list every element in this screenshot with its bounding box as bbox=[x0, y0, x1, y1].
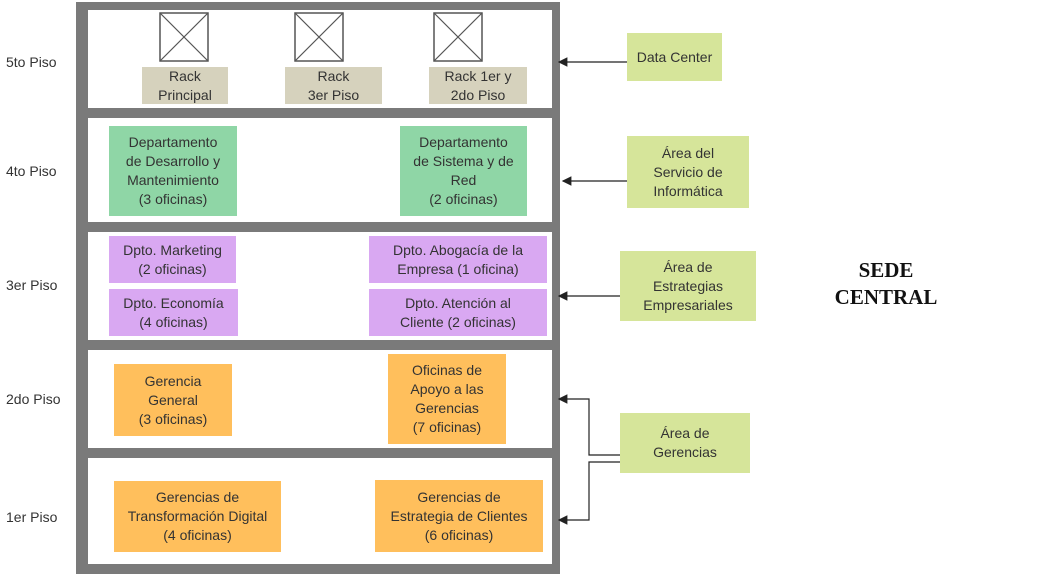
gerencia-general: Gerencia General (3 oficinas) bbox=[114, 364, 232, 436]
dept-marketing: Dpto. Marketing (2 oficinas) bbox=[109, 236, 236, 283]
dept-economia: Dpto. Economía (4 oficinas) bbox=[109, 289, 238, 336]
floor-label-2: 2do Piso bbox=[6, 391, 61, 407]
bracket-gerencias-lower bbox=[557, 461, 620, 525]
gerencias-estrategia-clientes: Gerencias de Estrategia de Clientes (6 o… bbox=[375, 480, 543, 552]
rack-1er-2do-piso-icon bbox=[433, 12, 483, 62]
gerencias-transformacion-digital: Gerencias de Transformación Digital (4 o… bbox=[114, 481, 281, 552]
rack-principal-label: Rack Principal bbox=[142, 67, 228, 104]
rack-3er-piso-icon bbox=[294, 12, 344, 62]
dept-sistema-red: Departamento de Sistema y de Red (2 ofic… bbox=[400, 126, 527, 216]
dept-abogacia: Dpto. Abogacía de la Empresa (1 oficina) bbox=[369, 236, 547, 283]
area-data-center: Data Center bbox=[627, 33, 722, 81]
sede-central-title: SEDE CENTRAL bbox=[834, 258, 938, 309]
floor-label-1: 1er Piso bbox=[6, 509, 58, 525]
dept-atencion-cliente: Dpto. Atención al Cliente (2 oficinas) bbox=[369, 289, 547, 336]
oficinas-apoyo-gerencias: Oficinas de Apoyo a las Gerencias (7 ofi… bbox=[388, 354, 506, 444]
rack-3er-piso-label: Rack 3er Piso bbox=[285, 67, 382, 104]
rack-principal-icon bbox=[159, 12, 209, 62]
floor-label-3: 3er Piso bbox=[6, 277, 58, 293]
area-gerencias: Área de Gerencias bbox=[620, 413, 750, 473]
area-servicio-informatica: Área del Servicio de Informática bbox=[627, 136, 749, 208]
rack-1er-2do-piso-label: Rack 1er y 2do Piso bbox=[429, 67, 527, 104]
bracket-gerencias-upper bbox=[557, 394, 620, 456]
dept-desarrollo-mantenimiento: Departamento de Desarrollo y Mantenimien… bbox=[109, 126, 237, 216]
floor-label-4: 4to Piso bbox=[6, 163, 57, 179]
area-estrategias-empresariales: Área de Estrategias Empresariales bbox=[620, 251, 756, 321]
floor-label-5: 5to Piso bbox=[6, 54, 57, 70]
